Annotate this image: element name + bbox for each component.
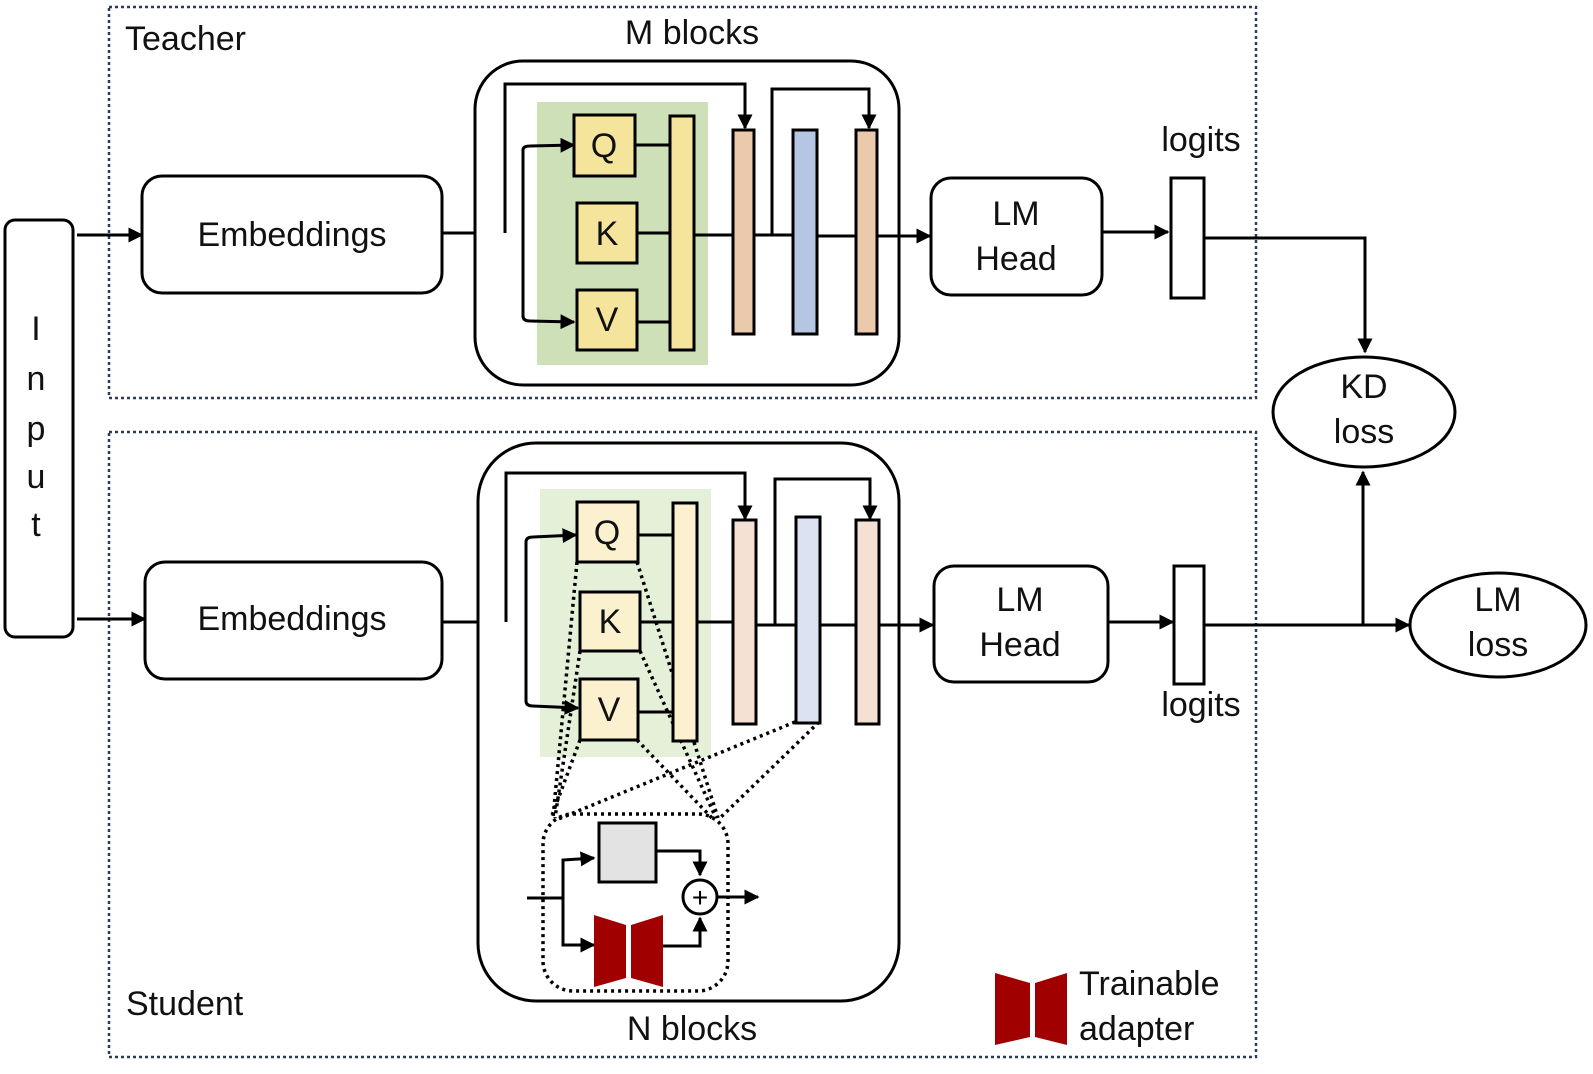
teacher-ffn	[791, 128, 819, 336]
teacher-q-box: Q	[572, 113, 637, 178]
svg-text:loss: loss	[1468, 626, 1528, 664]
teacher-norm-2	[854, 128, 879, 336]
frozen-weight-block	[597, 821, 658, 884]
trainable-adapter-icon-left	[995, 973, 1030, 1045]
adapter-detail-box: +	[527, 812, 760, 993]
student-norm-2	[854, 518, 881, 726]
legend: Trainable adapter	[995, 965, 1219, 1048]
student-residual-2	[773, 477, 878, 625]
teacher-k-box: K	[575, 201, 639, 265]
trainable-adapter-icon-right	[1035, 973, 1067, 1045]
adapter-icon-left	[594, 915, 626, 987]
svg-text:loss: loss	[1334, 413, 1394, 451]
svg-text:Q: Q	[594, 514, 620, 552]
teacher-logits	[1169, 176, 1206, 300]
svg-text:Head: Head	[975, 240, 1056, 278]
teacher-embeddings: Embeddings	[140, 174, 444, 295]
student-q-box: Q	[575, 500, 640, 564]
svg-text:V: V	[598, 691, 621, 729]
teacher-norm-1	[731, 128, 756, 336]
svg-text:u: u	[27, 458, 46, 496]
teacher-frame	[107, 5, 1258, 400]
student-attention-output	[671, 501, 699, 743]
student-ffn	[794, 515, 822, 725]
arrow-to-frozen	[561, 851, 596, 898]
legend-label-line1: Trainable	[1079, 965, 1219, 1003]
svg-text:LM: LM	[1474, 581, 1521, 619]
student-logits-label: logits	[1161, 686, 1240, 724]
input-box: I n p u t	[3, 218, 75, 639]
kd-loss: KD loss	[1271, 355, 1457, 469]
teacher-label: Teacher	[125, 20, 246, 58]
svg-text:LM: LM	[992, 195, 1039, 233]
svg-text:Embeddings: Embeddings	[197, 600, 386, 638]
teacher-v-box: V	[575, 288, 639, 352]
svg-text:K: K	[599, 603, 622, 641]
student-norm-1	[731, 518, 758, 726]
lm-loss: LM loss	[1408, 571, 1588, 679]
student-frame	[107, 430, 1258, 1059]
arrow-teacher-logits-to-kd	[1204, 236, 1373, 354]
arrow-to-adapter	[561, 898, 596, 953]
svg-text:K: K	[596, 215, 619, 253]
svg-text:LM: LM	[996, 581, 1043, 619]
arrow-to-v-teacher	[521, 233, 576, 330]
teacher-lm-head: LM Head	[929, 176, 1104, 297]
legend-label-line2: adapter	[1079, 1010, 1194, 1048]
student-v-box: V	[578, 677, 640, 742]
student-k-box: K	[578, 590, 642, 653]
svg-text:I: I	[31, 310, 40, 348]
student-logits	[1172, 564, 1206, 686]
arrow-to-q-student	[524, 528, 578, 622]
sum-symbol: +	[692, 882, 708, 913]
adapter-icon-right	[631, 915, 663, 987]
svg-text:Q: Q	[591, 127, 617, 165]
svg-text:p: p	[27, 410, 46, 448]
teacher-residual-1	[503, 82, 753, 233]
arrow-to-q-teacher	[521, 137, 576, 233]
svg-text:KD: KD	[1340, 368, 1387, 406]
svg-text:V: V	[596, 301, 619, 339]
student-lm-head: LM Head	[932, 564, 1110, 684]
teacher-attention-output	[668, 114, 696, 352]
teacher-residual-2	[770, 87, 877, 235]
student-residual-1	[504, 471, 753, 622]
student-blocks-label: N blocks	[627, 1010, 757, 1048]
svg-text:Embeddings: Embeddings	[197, 216, 386, 254]
svg-text:Head: Head	[979, 626, 1060, 664]
teacher-logits-label: logits	[1161, 121, 1240, 159]
svg-text:n: n	[27, 360, 46, 398]
svg-text:t: t	[31, 506, 41, 544]
teacher-blocks-label: M blocks	[625, 14, 759, 52]
arrow-to-v-student	[524, 622, 580, 715]
student-label: Student	[126, 985, 244, 1023]
student-embeddings: Embeddings	[143, 560, 444, 681]
